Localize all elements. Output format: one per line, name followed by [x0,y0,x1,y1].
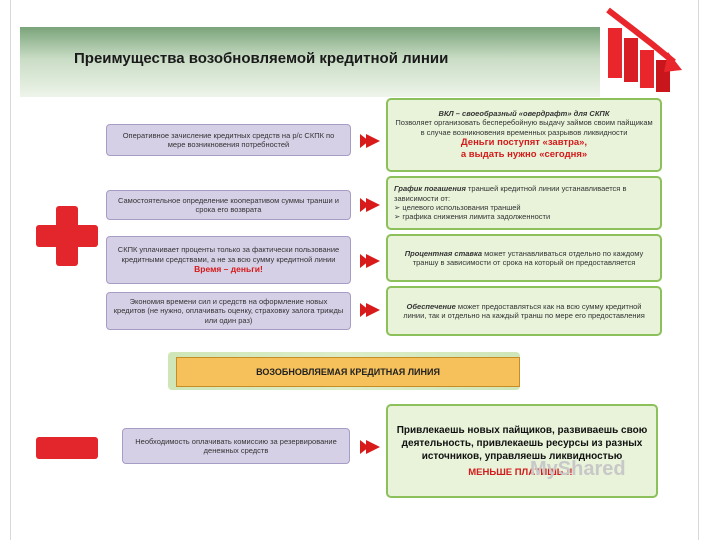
plus-item-3: СКПК уплачивает проценты только за факти… [106,236,351,284]
bullet-text: графика снижения лимита задолженности [402,212,550,221]
plus-item-text: Самостоятельное определение кооперативом… [113,196,344,215]
bottom-result-box: Привлекаешь новых пайщиков, развиваешь с… [386,404,658,498]
bar-chart-decoration-icon [604,0,684,102]
benefit-rate: Процентная ставка может устанавливаться … [386,234,662,282]
arrow-right-icon [366,440,380,454]
minus-icon [36,437,98,459]
bullet-item: ➢ целевого использования траншей [394,203,521,212]
arrow-right-icon [366,303,380,317]
center-label: ВОЗОБНОВЛЯЕМАЯ КРЕДИТНАЯ ЛИНИЯ [176,357,520,387]
benefit-ovedraft: ВКЛ – своеобразный «овердрафт» для СКПК … [386,98,662,172]
arrow-right-icon [366,254,380,268]
plus-item-4: Экономия времени сил и средств на оформл… [106,292,351,330]
benefit-title: ВКЛ – своеобразный «овердрафт» для СКПК [439,109,610,118]
plus-item-highlight: Время – деньги! [194,264,263,275]
bullet-text: целевого использования траншей [402,203,520,212]
bottom-result-text: Привлекаешь новых пайщиков, развиваешь с… [394,424,650,463]
plus-item-text: Оперативное зачисление кредитных средств… [113,131,344,150]
benefit-collateral: Обеспечение может предоставляться как на… [386,286,662,336]
benefit-title: Процентная ставка [405,249,482,258]
arrow-right-icon [366,134,380,148]
benefit-title: График погашения [394,184,466,193]
plus-icon [36,206,98,266]
slide-title: Преимущества возобновляемой кредитной ли… [74,50,448,67]
plus-item-text: СКПК уплачивает проценты только за факти… [113,245,344,264]
frame-left-line [10,0,11,540]
frame-right-line [698,0,699,540]
arrow-right-icon [366,198,380,212]
benefit-schedule: График погашения траншей кредитной линии… [386,176,662,230]
plus-item-2: Самостоятельное определение кооперативом… [106,190,351,220]
watermark-text: MyShared [530,458,626,481]
benefit-text: Позволяет организовать бесперебойную выд… [394,118,654,137]
benefit-highlight: Деньги поступят «завтра», [461,137,587,149]
minus-item-text: Необходимость оплачивать комиссию за рез… [129,437,343,456]
benefit-title: Обеспечение [407,302,456,311]
plus-item-1: Оперативное зачисление кредитных средств… [106,124,351,156]
minus-item: Необходимость оплачивать комиссию за рез… [122,428,350,464]
bullet-item: ➢ графика снижения лимита задолженности [394,212,550,221]
plus-item-text: Экономия времени сил и средств на оформл… [113,297,344,325]
benefit-highlight: а выдать нужно «сегодня» [461,149,587,161]
